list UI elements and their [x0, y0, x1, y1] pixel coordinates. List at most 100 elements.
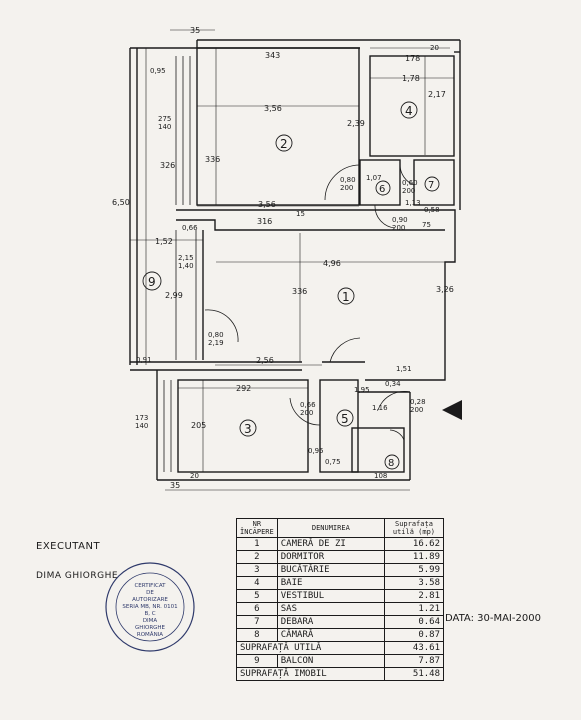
- room-5-number: 5: [341, 412, 349, 426]
- row-name: DEBARA: [276, 615, 385, 629]
- row-nr: 3: [236, 563, 278, 577]
- stamp-line: ROMÂNIA: [136, 632, 164, 638]
- dim-20-b: 20: [190, 472, 199, 480]
- room-7-number: 7: [428, 180, 434, 191]
- row-area: 1.21: [383, 602, 445, 616]
- dim-066: 0,66: [182, 224, 198, 232]
- balcony-value: 7.87: [383, 654, 445, 668]
- row-area: 0.64: [383, 615, 445, 629]
- balcony-row: 9 BALCON 7.87: [236, 654, 445, 668]
- dim-113: 1,13: [405, 199, 421, 207]
- room-4-marker: [400, 101, 418, 119]
- room-8-marker: [384, 454, 400, 470]
- total-building-value: 51.48: [383, 667, 445, 681]
- room-1-marker: [337, 287, 355, 305]
- walls: [129, 39, 461, 481]
- row-name: DORMITOR: [276, 550, 385, 564]
- room-9-marker: [142, 271, 162, 291]
- dim-058: 0,58: [424, 206, 440, 214]
- dim-205: 205: [191, 421, 206, 430]
- dim-top-35: 35: [190, 26, 200, 35]
- dim-095: 0,95: [150, 67, 166, 75]
- dim-075: 0,75: [325, 458, 341, 466]
- table-row: 8 CĂMARĂ 0.87: [236, 628, 445, 642]
- total-useful-row: SUPRAFAȚĂ UTILĂ 43.61: [236, 641, 445, 655]
- dim-356-b: 3,56: [258, 200, 276, 209]
- dim-336-b: 336: [292, 287, 307, 296]
- executant-label: EXECUTANT: [36, 541, 101, 552]
- stamp-line: AUTORIZARE: [132, 597, 168, 603]
- dim-095-b: 0,95: [308, 447, 324, 455]
- table-row: 6 SAS 1.21: [236, 602, 445, 616]
- room-9-number: 9: [148, 275, 156, 289]
- room-7-marker: [424, 176, 440, 192]
- row-name: SAS: [276, 602, 385, 616]
- dim-top-20: 20: [430, 44, 439, 52]
- dim-116: 1,16: [372, 404, 388, 412]
- room-markers: 2 4 6 7 1 9 3 5 8: [142, 101, 440, 470]
- room-4-number: 4: [405, 104, 413, 118]
- dim-217: 2,17: [428, 90, 446, 99]
- room-8-number: 8: [388, 458, 394, 469]
- table-row: 3 BUCĂTĂRIE 5.99: [236, 563, 445, 577]
- room-1-number: 1: [342, 290, 350, 304]
- stamp-line: DE: [146, 590, 154, 596]
- dim-239: 2,39: [347, 119, 365, 128]
- dim-336-a: 336: [205, 155, 220, 164]
- dim-15: 15: [296, 210, 305, 218]
- row-name: CĂMARĂ: [276, 628, 385, 642]
- dim-326-b: 3,26: [436, 285, 454, 294]
- dim-top-343: 343: [265, 51, 280, 60]
- row-nr: 4: [236, 576, 278, 590]
- dim-107: 1,07: [366, 174, 382, 182]
- table-row: 5 VESTIBUL 2.81: [236, 589, 445, 603]
- room-2-number: 2: [280, 137, 288, 151]
- row-name: CAMERĂ DE ZI: [276, 537, 385, 551]
- row-nr: 8: [236, 628, 278, 642]
- dim-151: 1,51: [396, 365, 412, 373]
- total-building-label: SUPRAFAȚĂ IMOBIL: [236, 667, 385, 681]
- official-stamp: [105, 562, 195, 652]
- row-nr: 2: [236, 550, 278, 564]
- room-2-marker: [275, 134, 293, 152]
- executant-name: DIMA GHIORGHE: [36, 571, 119, 581]
- table-row: 2 DORMITOR 11.89: [236, 550, 445, 564]
- dim-75: 75: [422, 221, 431, 229]
- total-useful-value: 43.61: [383, 641, 445, 655]
- row-area: 11.89: [383, 550, 445, 564]
- row-nr: 6: [236, 602, 278, 616]
- row-nr: 1: [236, 537, 278, 551]
- row-area: 0.87: [383, 628, 445, 642]
- table-row: 1 CAMERĂ DE ZI 16.62: [236, 537, 445, 551]
- stamp-line: CERTIFICAT: [134, 583, 166, 589]
- total-building-row: SUPRAFAȚĂ IMOBIL 51.48: [236, 667, 445, 681]
- entrance-arrow: [442, 400, 462, 410]
- row-area: 2.81: [383, 589, 445, 603]
- dim-650: 6,50: [112, 198, 130, 207]
- balcony-nr: 9: [236, 654, 278, 668]
- room-5-marker: [336, 409, 354, 427]
- dim-108: 108: [374, 472, 387, 480]
- dim-256: 2,56: [256, 356, 274, 365]
- row-name: BUCĂTĂRIE: [276, 563, 385, 577]
- total-useful-label: SUPRAFAȚĂ UTILĂ: [236, 641, 385, 655]
- balcony-label: BALCON: [276, 654, 385, 668]
- row-area: 16.62: [383, 537, 445, 551]
- stamp-line: GHIORGHE: [134, 625, 166, 631]
- dim-152: 1,52: [155, 237, 173, 246]
- row-name: BAIE: [276, 576, 385, 590]
- dim-35-b: 35: [170, 481, 180, 490]
